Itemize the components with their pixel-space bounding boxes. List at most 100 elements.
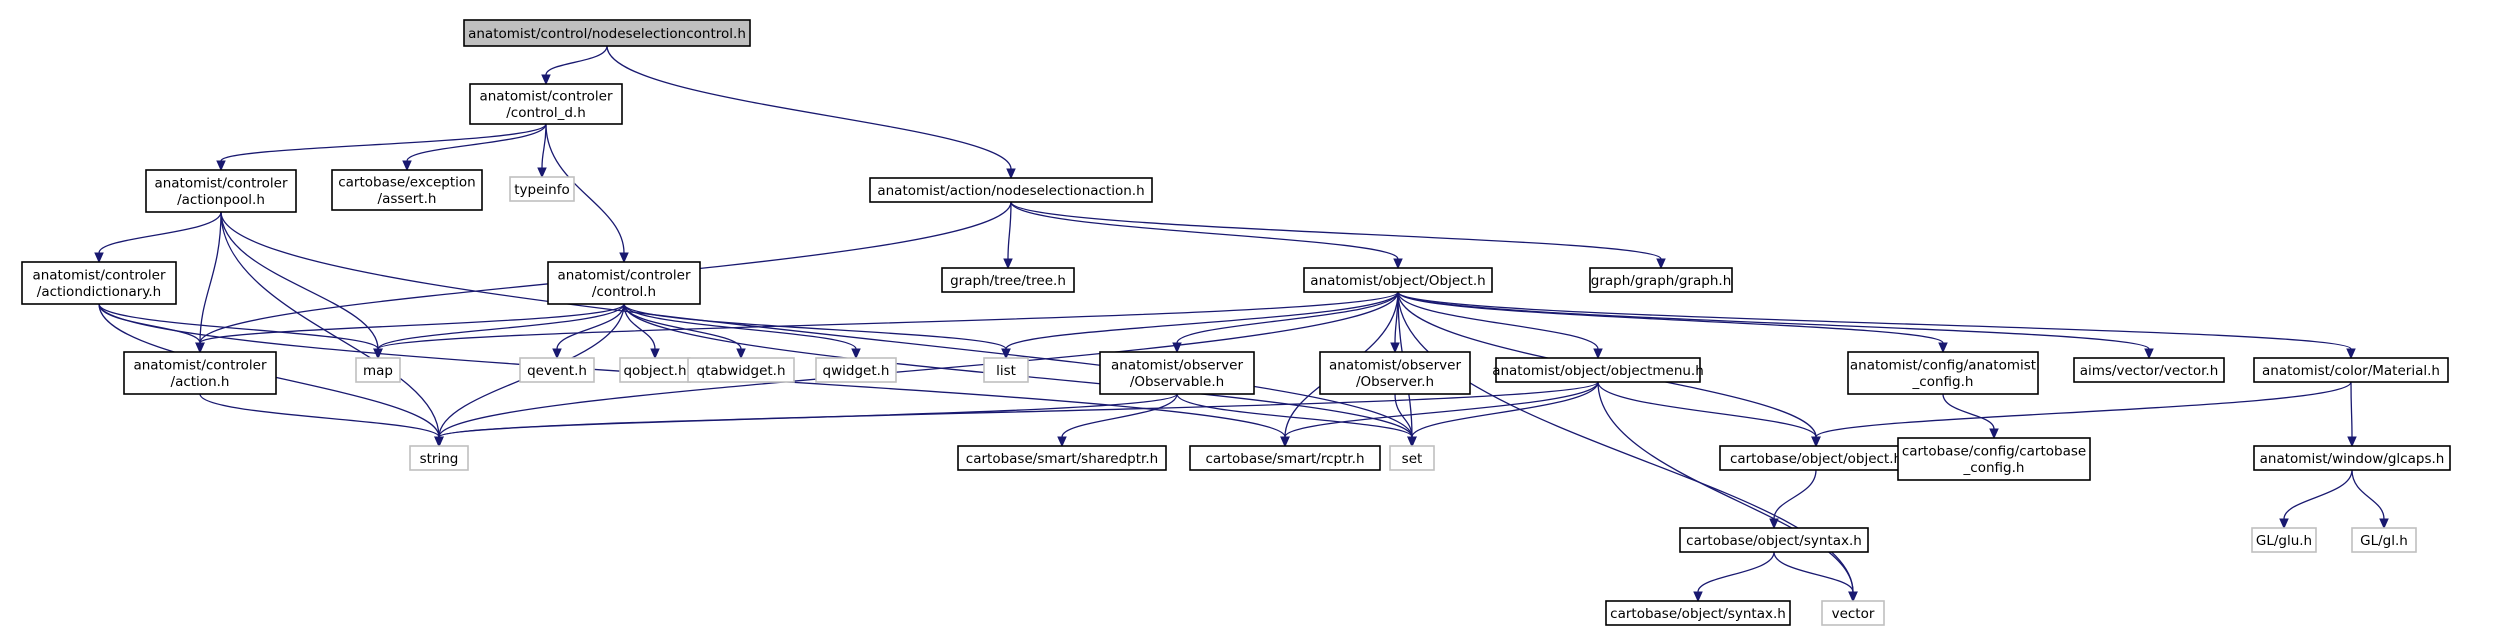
arrowhead-root-to-control_d (541, 74, 551, 86)
node-box-glcaps (2253, 445, 2451, 471)
node-observable[interactable]: anatomist/observer/Observable.h (1099, 351, 1255, 395)
node-box-aimsvector (2073, 357, 2225, 383)
node-layer: anatomist/control/nodeselectioncontrol.h… (21, 19, 2451, 626)
edge-glcaps-to-gl (2351, 469, 2385, 520)
node-cbconfig[interactable]: cartobase/config/cartobase_config.h (1897, 437, 2091, 481)
node-vector: vector (1821, 600, 1885, 626)
node-box-syntax2 (1605, 600, 1791, 626)
node-cbobject[interactable]: cartobase/object/object.h (1719, 445, 1913, 471)
node-qwidget: qwidget.h (815, 357, 897, 383)
edge-layer (94, 45, 2389, 603)
node-control_d[interactable]: anatomist/controler/control_d.h (469, 83, 623, 125)
node-qtabwidget: qtabwidget.h (687, 357, 795, 383)
node-label-cbobject-0: cartobase/object/object.h (1730, 451, 1902, 467)
node-label-cbconfig-1: _config.h (1963, 460, 2025, 476)
node-label-qobject-0: qobject.h (623, 363, 686, 379)
edge-anatconfig-to-cbconfig (1942, 393, 1995, 430)
node-label-list-0: list (996, 363, 1016, 379)
arrowhead-nodeselaction-to-tree (1003, 258, 1013, 270)
node-box-set (1389, 445, 1435, 471)
node-aimsvector[interactable]: aims/vector/vector.h (2073, 357, 2225, 383)
edge-control-to-qevent (556, 303, 625, 350)
arrowhead-control_d-to-typeinfo (537, 167, 547, 179)
edge-nodeselaction-to-graphh (1010, 201, 1662, 260)
node-control[interactable]: anatomist/controler/control.h (547, 261, 701, 305)
arrowhead-glcaps-to-gl (2379, 518, 2389, 530)
node-nodeselaction[interactable]: anatomist/action/nodeselectionaction.h (869, 177, 1153, 203)
node-assert[interactable]: cartobase/exception/assert.h (331, 169, 483, 211)
node-label-control_d-0: anatomist/controler (479, 89, 613, 105)
node-sharedptr[interactable]: cartobase/smart/sharedptr.h (957, 445, 1167, 471)
node-label-observer-1: /Observer.h (1356, 374, 1434, 390)
node-tree[interactable]: graph/tree/tree.h (941, 267, 1075, 293)
node-label-observable-1: /Observable.h (1130, 374, 1224, 390)
node-box-control (547, 261, 701, 305)
node-map: map (355, 357, 401, 383)
node-graphh[interactable]: graph/graph/graph.h (1589, 267, 1733, 293)
node-observer[interactable]: anatomist/observer/Observer.h (1319, 351, 1471, 395)
node-label-cbconfig-0: cartobase/config/cartobase (1902, 444, 2086, 460)
node-actionpool[interactable]: anatomist/controler/actionpool.h (145, 169, 297, 213)
node-syntax[interactable]: cartobase/object/syntax.h (1679, 527, 1869, 553)
node-label-actiondict-0: anatomist/controler (32, 268, 166, 284)
node-qobject: qobject.h (619, 357, 691, 383)
node-box-observer (1319, 351, 1471, 395)
edge-object-to-list (1005, 291, 1399, 350)
arrowhead-control-to-qevent (552, 348, 562, 360)
arrowhead-object-to-aimsvector (2144, 348, 2154, 360)
node-box-actiondict (21, 261, 177, 305)
node-string: string (409, 445, 469, 471)
edge-actionpool-to-map (220, 211, 379, 350)
node-actiondict[interactable]: anatomist/controler/actiondictionary.h (21, 261, 177, 305)
node-syntax2[interactable]: cartobase/object/syntax.h (1605, 600, 1791, 626)
node-box-actionpool (145, 169, 297, 213)
arrowhead-nodeselaction-to-object (1393, 258, 1403, 270)
node-box-qevent (519, 357, 595, 383)
edge-observable-to-sharedptr (1061, 393, 1178, 438)
edge-control-to-action (199, 303, 625, 344)
node-box-string (409, 445, 469, 471)
node-glcaps[interactable]: anatomist/window/glcaps.h (2253, 445, 2451, 471)
node-anatconfig[interactable]: anatomist/config/anatomist_config.h (1847, 351, 2039, 395)
node-label-set-0: set (1402, 451, 1423, 467)
node-box-syntax (1679, 527, 1869, 553)
arrowhead-glcaps-to-glu (2279, 518, 2289, 530)
arrowhead-object-to-anatconfig (1938, 342, 1948, 354)
node-box-list (983, 357, 1029, 383)
edge-object-to-anatconfig (1397, 291, 1944, 344)
node-label-observable-0: anatomist/observer (1111, 358, 1243, 374)
edge-material-to-glcaps (2350, 381, 2353, 438)
node-box-root (463, 19, 751, 47)
node-object[interactable]: anatomist/object/Object.h (1303, 267, 1493, 293)
node-label-glcaps-0: anatomist/window/glcaps.h (2260, 451, 2445, 467)
node-box-tree (941, 267, 1075, 293)
node-action[interactable]: anatomist/controler/action.h (123, 351, 277, 395)
node-label-vector-0: vector (1832, 606, 1875, 622)
arrowhead-objectmenu-to-set (1407, 436, 1417, 448)
node-objectmenu[interactable]: anatomist/object/objectmenu.h (1492, 357, 1704, 383)
node-material[interactable]: anatomist/color/Material.h (2253, 357, 2449, 383)
node-label-aimsvector-0: aims/vector/vector.h (2080, 363, 2219, 379)
arrowhead-control-to-qobject (650, 348, 660, 360)
node-label-anatconfig-0: anatomist/config/anatomist (1850, 358, 2036, 374)
edge-object-to-string (438, 291, 1399, 438)
node-box-qtabwidget (687, 357, 795, 383)
edge-actionpool-to-string (220, 211, 440, 438)
arrowhead-anatconfig-to-cbconfig (1989, 428, 1999, 440)
node-label-anatconfig-1: _config.h (1912, 374, 1974, 390)
edge-actiondict-to-map (98, 303, 379, 350)
node-set: set (1389, 445, 1435, 471)
edge-actionpool-to-action (199, 211, 222, 344)
arrowhead-object-to-observer (1390, 342, 1400, 354)
arrowhead-object-to-map (373, 348, 383, 360)
node-root[interactable]: anatomist/control/nodeselectioncontrol.h (463, 19, 751, 47)
node-label-observer-0: anatomist/observer (1329, 358, 1461, 374)
arrowhead-control_d-to-actionpool (216, 160, 226, 172)
node-box-control_d (469, 83, 623, 125)
node-rcptr[interactable]: cartobase/smart/rcptr.h (1189, 445, 1381, 471)
arrowhead-object-to-objectmenu (1593, 348, 1603, 360)
edge-objectmenu-to-vector (1597, 381, 1854, 593)
edge-objectmenu-to-cbobject (1597, 381, 1817, 438)
edge-control-to-qwidget (623, 303, 857, 350)
